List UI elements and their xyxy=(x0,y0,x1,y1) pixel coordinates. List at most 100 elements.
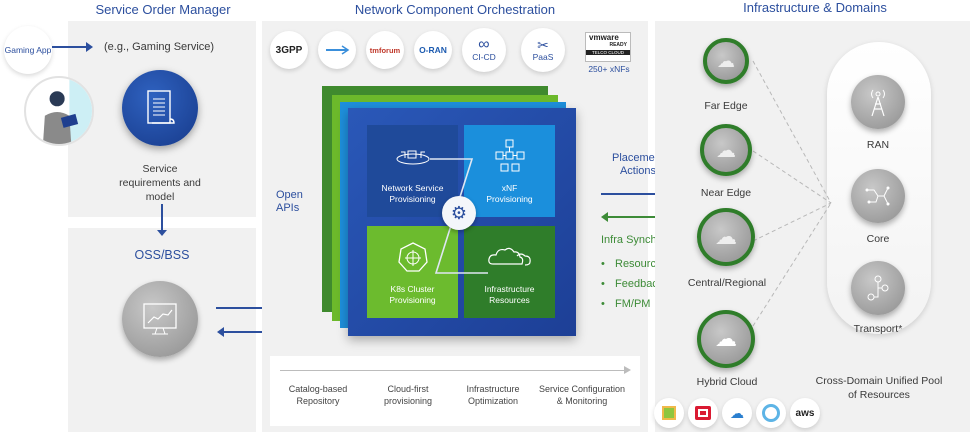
service-model-label: Service requirements and model xyxy=(110,162,210,204)
vmware-telco: TELCO CLOUD xyxy=(586,50,630,55)
pipeline-step-1: Catalog-based Repository xyxy=(278,383,358,407)
core-label: Core xyxy=(866,233,890,245)
hexagon-ring-icon xyxy=(762,404,780,422)
person-icon xyxy=(42,78,92,144)
tile-label-1: Network Service xyxy=(381,183,444,193)
left-arrow-head-icon xyxy=(217,327,224,337)
aws-logo: aws xyxy=(790,398,820,428)
tools-icon: ✂ xyxy=(537,37,549,53)
scroll-document-icon xyxy=(147,90,175,124)
pipeline-step-line: Optimization xyxy=(467,396,519,406)
azure-logo: ☁ xyxy=(722,398,752,428)
network-service-icon xyxy=(396,150,429,165)
cell-tower-icon xyxy=(871,89,885,117)
core-network-icon xyxy=(865,186,890,206)
pipeline-step-4: Service Configuration & Monitoring xyxy=(534,383,630,407)
near-edge-button[interactable]: ☁ xyxy=(700,124,752,176)
infra-synch-item-text: Resources xyxy=(615,258,668,270)
pool-caption-line-2: of Resources xyxy=(848,389,910,401)
oran-label: O-RAN xyxy=(419,45,447,55)
tile-xnf[interactable]: xNF Provisioning xyxy=(464,125,555,217)
pipeline-step-line: Infrastructure xyxy=(466,384,520,394)
cloud-icon: ☁ xyxy=(715,224,737,249)
ran-button[interactable] xyxy=(851,75,905,129)
gaming-arrow xyxy=(52,46,88,48)
transport-branch-icon xyxy=(867,275,889,301)
down-arrow-icon xyxy=(157,230,167,236)
orchestration-to-oss-arrow xyxy=(224,331,290,333)
placement-line-1: Placement xyxy=(612,152,664,164)
open-apis-label: Open APIs xyxy=(276,189,303,215)
etsi-logo xyxy=(318,31,356,69)
placement-actions-label: Placement Actions xyxy=(598,152,678,178)
pipeline-line xyxy=(280,370,626,371)
pipeline-arrow-icon xyxy=(624,366,631,374)
hybrid-cloud-button[interactable]: ☁ xyxy=(697,310,755,368)
etsi-arrows-icon xyxy=(326,45,350,55)
tmforum-logo: tmforum xyxy=(366,31,404,69)
tile-network-service[interactable]: Network Service Provisioning xyxy=(367,125,458,217)
core-button[interactable] xyxy=(851,169,905,223)
central-regional-label: Central/Regional xyxy=(687,277,767,289)
service-model-line-1: Service xyxy=(142,163,178,175)
orchestration-gear-button[interactable]: ⚙ xyxy=(442,196,476,230)
tile-label-2: Provisioning xyxy=(389,295,436,305)
near-edge-label: Near Edge xyxy=(700,187,752,199)
tile-label-1: K8s Cluster xyxy=(390,284,435,294)
cloud-icon: ☁ xyxy=(716,139,736,162)
service-order-manager-title: Service Order Manager xyxy=(95,2,231,17)
aws-label: aws xyxy=(795,407,815,419)
gear-icon: ⚙ xyxy=(450,202,468,223)
xnf-count: 250+ xNFs xyxy=(588,64,630,74)
cloud-network-icon: ☁ xyxy=(730,404,744,421)
central-regional-button[interactable]: ☁ xyxy=(697,208,755,266)
openstack-logo xyxy=(688,398,718,428)
tile-infrastructure-resources[interactable]: Infrastructure Resources xyxy=(464,226,555,318)
infra-synch-arrow-head-icon xyxy=(601,212,608,222)
network-orchestration-title: Network Component Orchestration xyxy=(354,2,556,17)
dashed-connectors xyxy=(752,60,832,327)
vmware-ready-badge: vmware READY TELCO CLOUD xyxy=(585,32,631,62)
tile-label-1: xNF xyxy=(501,183,518,193)
down-arrow-line xyxy=(161,204,163,232)
tmforum-label: tmforum xyxy=(369,45,401,55)
oss-bss-title: OSS/BSS xyxy=(134,248,190,262)
pipeline-step-line: Cloud-first xyxy=(387,384,429,394)
infra-synch-list: •Resources •Feedback •FM/PM xyxy=(601,254,668,314)
placement-line-2: Actions xyxy=(619,165,657,177)
open-apis-line-1: Open xyxy=(276,189,303,201)
open-apis-line-2: APIs xyxy=(276,202,300,214)
gaming-app-label-1: Gaming App xyxy=(4,45,52,55)
tile-label-2: Provisioning xyxy=(486,194,533,204)
transport-button[interactable] xyxy=(851,261,905,315)
3gpp-label: 3GPP xyxy=(275,44,303,56)
oran-logo: O-RAN xyxy=(414,31,452,69)
infra-synch-item-text: Feedback xyxy=(615,278,664,290)
far-edge-button[interactable]: ☁ xyxy=(703,38,749,84)
tile-label-1: Infrastructure xyxy=(484,284,535,294)
pipeline-box xyxy=(270,356,640,426)
infra-synch-item: •FM/PM xyxy=(601,298,651,310)
gaming-app-badge[interactable]: Gaming App xyxy=(4,26,52,74)
3gpp-logo: 3GPP xyxy=(270,31,308,69)
service-model-button[interactable] xyxy=(122,70,198,146)
vmware-brand: vmware xyxy=(589,33,619,42)
pipeline-step-line: Catalog-based xyxy=(288,384,348,394)
infinity-icon: ∞ xyxy=(478,36,490,53)
tile-k8s-cluster[interactable]: K8s Cluster Provisioning xyxy=(367,226,458,318)
ran-label: RAN xyxy=(866,139,890,151)
pool-caption: Cross-Domain Unified Pool of Resources xyxy=(808,374,950,402)
infra-synch-item-text: FM/PM xyxy=(615,298,651,310)
google-cloud-logo xyxy=(756,398,786,428)
vmware-ready: READY xyxy=(609,42,627,48)
tile-label-2: Provisioning xyxy=(389,194,436,204)
oss-to-orchestration-arrow xyxy=(216,307,282,309)
infra-synch-item: •Resources xyxy=(601,258,668,270)
infrastructure-domains-title: Infrastructure & Domains xyxy=(743,0,887,15)
ci-cd-label: CI-CD xyxy=(472,52,496,62)
ci-cd-logo: ∞ CI-CD xyxy=(462,28,506,72)
tile-label-2: Resources xyxy=(489,295,530,305)
oss-bss-button[interactable] xyxy=(122,281,198,357)
pool-caption-line-1: Cross-Domain Unified Pool xyxy=(815,375,943,387)
placement-arrow xyxy=(601,193,669,195)
